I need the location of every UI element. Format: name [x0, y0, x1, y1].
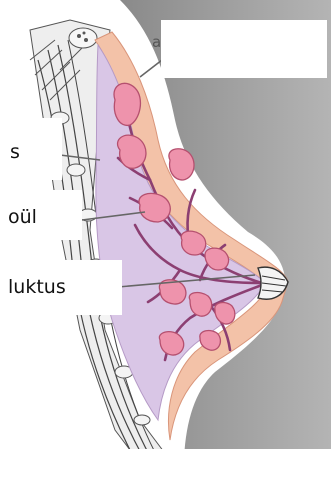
- blank-label-box-top: [161, 20, 327, 78]
- label-fragment-a: a: [152, 30, 161, 54]
- label-fragment-lobul: oül: [8, 205, 37, 229]
- label-fragment-duktus: luktus: [8, 275, 66, 299]
- label-fragment-s: s: [10, 140, 20, 164]
- blank-label-box-bottom: [0, 449, 331, 501]
